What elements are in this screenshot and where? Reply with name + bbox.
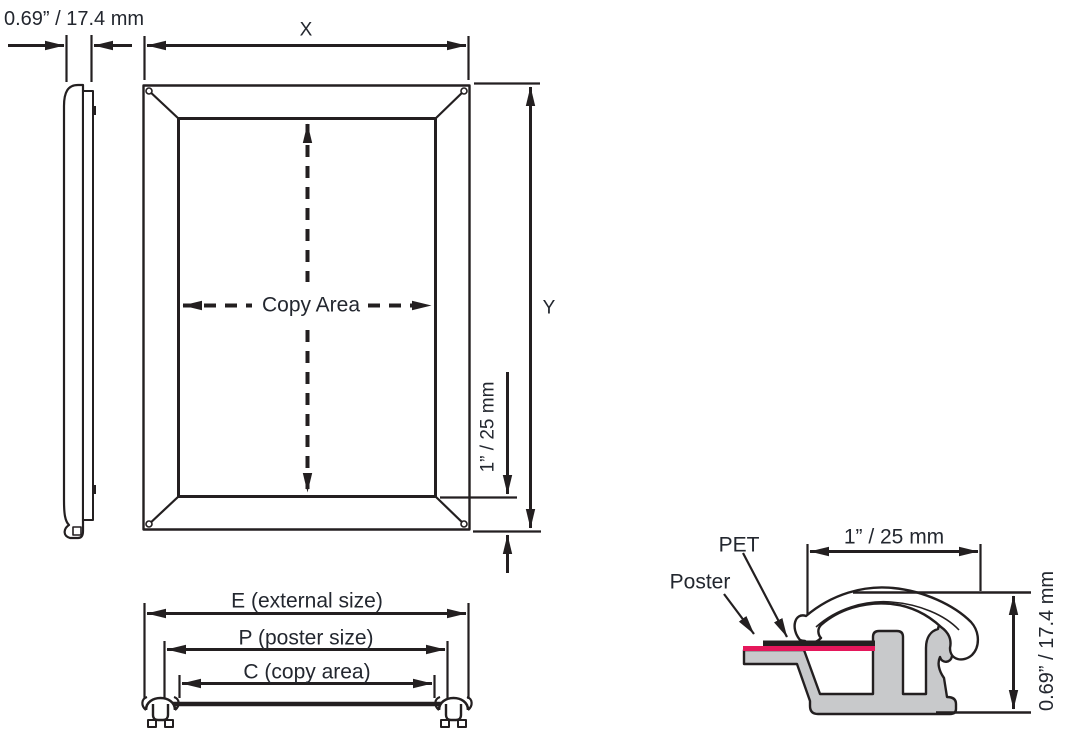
section-view: [141, 603, 473, 729]
profile-detail-view: [723, 544, 1031, 716]
snap-clip-left: [141, 695, 180, 728]
depth-dimension: [8, 35, 132, 82]
poster-label: Poster: [669, 570, 731, 594]
lip-dimension: [440, 372, 517, 573]
y-dimension: [473, 82, 541, 533]
frame-side-profile: [62, 83, 96, 540]
corner-rivet: [460, 87, 468, 95]
y-dimension-label: Y: [542, 297, 556, 319]
poster-size-label: P (poster size): [238, 626, 374, 650]
detail-width-label: 1” / 25 mm: [843, 525, 945, 549]
snap-clip-right: [434, 695, 473, 729]
detail-height-dimension: [853, 591, 1031, 714]
external-size-label: E (external size): [231, 589, 383, 613]
pet-label: PET: [718, 533, 760, 557]
poster-sheet: [743, 646, 875, 651]
corner-rivet: [460, 520, 468, 528]
copy-area-arrows: [182, 123, 432, 493]
aluminum-profile-body: [742, 620, 963, 716]
x-dimension: [143, 36, 470, 80]
pet-leader-arrow: [742, 552, 788, 638]
poster-leader-arrow: [723, 593, 755, 635]
x-dimension-label: X: [299, 19, 313, 41]
detail-height-label: 0.69” / 17.4 mm: [1036, 570, 1058, 712]
copy-area-label: Copy Area: [254, 293, 368, 317]
lip-dimension-label: 1” / 25 mm: [477, 381, 499, 473]
pet-sheet: [763, 640, 875, 646]
corner-rivet: [145, 520, 153, 528]
snap-lid-profile: [793, 586, 980, 661]
corner-rivet: [145, 87, 153, 95]
depth-dimension-label: 0.69” / 17.4 mm: [4, 8, 145, 30]
detail-width-dimension: [806, 544, 982, 614]
copy-area-size-label: C (copy area): [243, 660, 371, 684]
